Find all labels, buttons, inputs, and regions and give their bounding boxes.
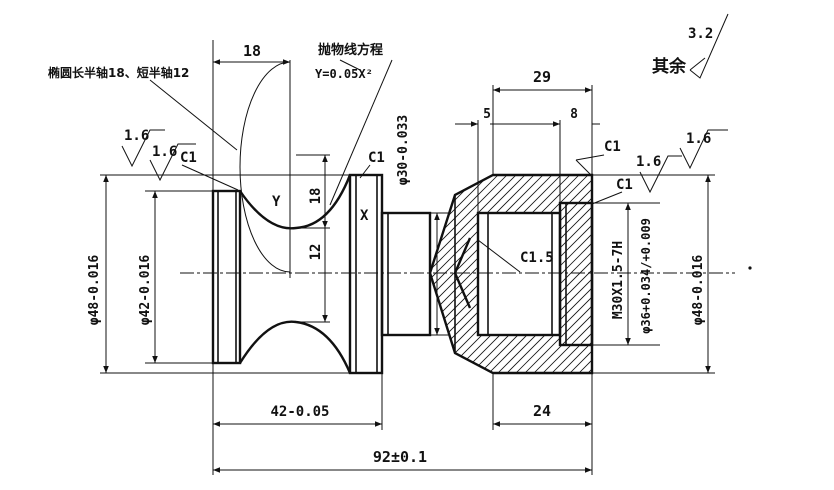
axis-y-label: Y [272, 194, 281, 210]
ellipse-note: 椭圆长半轴18、短半轴12 [48, 65, 189, 80]
chamfer-neck: C1 [368, 150, 385, 166]
hatch-line [430, 175, 558, 373]
dim-phi30: φ30-0.033 [396, 115, 411, 185]
roughness-right-outer: 1.6 [686, 131, 711, 147]
dim-thread: M30X1.5-7H [611, 241, 626, 319]
hatch-line [430, 175, 549, 373]
dim-phi48-right: φ48-0.016 [691, 255, 706, 326]
hatch-line [430, 175, 567, 373]
dim-phi42: φ42-0.016 [138, 255, 153, 326]
hatch-line [430, 175, 592, 373]
hatch-line [430, 175, 592, 373]
hatch-line [644, 170, 834, 380]
left-cylinder [211, 189, 242, 365]
hatch-line [430, 175, 592, 373]
hatch-line [430, 175, 531, 373]
hatch-line [430, 175, 513, 373]
hatch-line [430, 175, 450, 373]
roughness-right-inner: 1.6 [636, 154, 661, 170]
hatch-line [553, 175, 592, 373]
roughness-left-outer: 1.6 [124, 128, 149, 144]
hatch-line [499, 175, 592, 373]
stray-dot [748, 266, 752, 270]
dim-phi48-left: φ48-0.016 [87, 255, 102, 326]
chamfer-right-top: C1 [604, 139, 621, 155]
dimension-lines [103, 59, 711, 473]
hatch-line [635, 170, 834, 380]
parabola-title: 抛物线方程 [318, 42, 383, 58]
axis-x-label: X [360, 208, 369, 224]
dim-12-vert: 12 [308, 244, 324, 261]
hatch-line [430, 175, 468, 373]
hatch-line [430, 175, 495, 373]
hatch-line [508, 175, 592, 373]
hatch-line [490, 175, 592, 373]
dim-24: 24 [533, 402, 551, 420]
hatch-line [571, 175, 592, 373]
shaft-phi30 [380, 211, 432, 337]
dim-phi36: φ36+0.034/+0.009 [639, 218, 653, 334]
roughness-left-inner: 1.6 [152, 144, 177, 160]
hatch-line [653, 170, 834, 380]
dim-42: 42-0.05 [270, 404, 329, 420]
hatch-line [430, 175, 592, 373]
roughness-remaining: 3.2 [688, 26, 713, 42]
hatch-line [626, 170, 834, 380]
hatch-line [662, 170, 834, 380]
hatch-line [430, 175, 576, 373]
concave-groove [238, 174, 352, 374]
remaining-label: 其余 [652, 56, 687, 77]
dim-8: 8 [570, 107, 578, 122]
hatch-line [463, 175, 592, 373]
dim-92: 92±0.1 [373, 448, 427, 466]
hatch-line [430, 175, 540, 373]
chamfer-bore: C1.5 [520, 250, 554, 266]
leader-lines [149, 59, 623, 273]
hatch-line [689, 170, 834, 380]
hatch-line [562, 175, 592, 373]
hatch-line [430, 175, 441, 373]
extension-lines [100, 40, 715, 475]
hatch-line [472, 175, 592, 373]
chamfer-right-side: C1 [616, 177, 633, 193]
dim-29: 29 [533, 68, 551, 86]
dim-18-top: 18 [243, 42, 261, 60]
chamfer-left: C1 [180, 150, 197, 166]
dim-18-vert: 18 [308, 188, 324, 205]
hatch-line [430, 175, 522, 373]
parabola-equation: Y=0.05X² [315, 67, 373, 81]
hatch-line [430, 175, 477, 373]
neck-cylinder [348, 173, 384, 375]
roughness-symbols [121, 13, 729, 194]
ellipse-construction [239, 61, 291, 273]
hatch-line [517, 175, 592, 373]
hatch-line [481, 175, 592, 373]
hatch-line [430, 175, 504, 373]
dim-5: 5 [483, 107, 491, 122]
